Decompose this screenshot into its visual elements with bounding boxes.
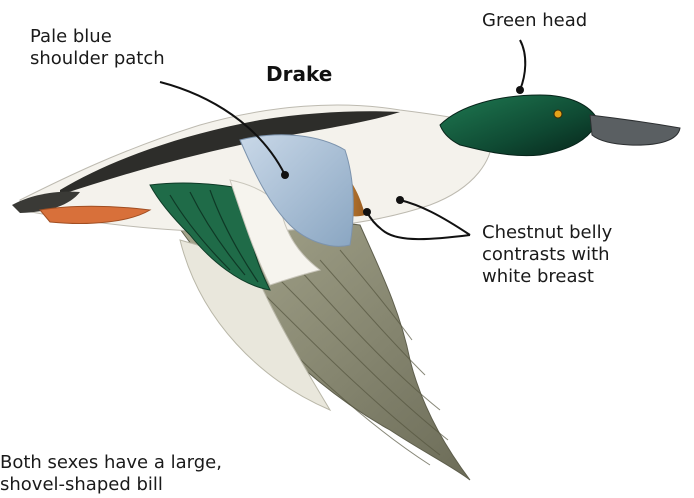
label-line: shoulder patch — [30, 48, 165, 70]
leader-dot-chestnut-2 — [363, 208, 371, 216]
label-bill-note: Both sexes have a large, shovel-shaped b… — [0, 452, 222, 496]
label-line: shovel-shaped bill — [0, 474, 222, 496]
label-green-head: Green head — [482, 10, 587, 32]
label-line: Chestnut belly — [482, 222, 612, 244]
leader-dot-head — [516, 86, 524, 94]
label-line: white breast — [482, 266, 612, 288]
eye — [554, 110, 562, 118]
leader-dot-shoulder — [281, 171, 289, 179]
leader-green-head — [520, 40, 525, 90]
label-line: Pale blue — [30, 26, 165, 48]
diagram-title: Drake — [266, 62, 332, 86]
label-line: Green head — [482, 10, 587, 32]
label-line: Both sexes have a large, — [0, 452, 222, 474]
leader-dot-chestnut-1 — [396, 196, 404, 204]
label-line: contrasts with — [482, 244, 612, 266]
bill — [590, 115, 680, 145]
label-chestnut-belly: Chestnut belly contrasts with white brea… — [482, 222, 612, 288]
label-shoulder-patch: Pale blue shoulder patch — [30, 26, 165, 70]
